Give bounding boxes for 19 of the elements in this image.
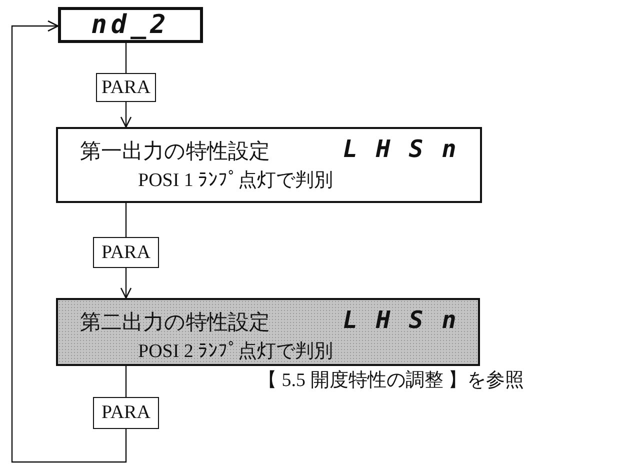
button-label: PARA: [93, 237, 159, 268]
button-label: PARA: [96, 73, 156, 102]
arrow: [11, 20, 127, 463]
arrow: [120, 102, 132, 128]
button-label: PARA: [93, 397, 159, 429]
setting-note: POSI 1 ﾗﾝﾌﾟ点灯で判別: [138, 169, 334, 193]
setting-note: POSI 2 ﾗﾝﾌﾟ点灯で判別: [138, 340, 334, 364]
connector-line: [125, 203, 127, 237]
segment-display-text: L H S n: [343, 135, 458, 163]
reference-note: 【 5.5 開度特性の調整 】を参照: [258, 369, 524, 393]
process-box: [56, 298, 480, 366]
connector-line: [125, 366, 127, 397]
process-box: [56, 127, 482, 203]
display-box: nd_2: [58, 7, 203, 43]
setting-title: 第一出力の特性設定: [80, 138, 270, 165]
setting-title: 第二出力の特性設定: [80, 309, 270, 336]
connector-line: [125, 43, 127, 73]
segment-display-text: L H S n: [343, 306, 458, 334]
arrow: [120, 268, 132, 299]
